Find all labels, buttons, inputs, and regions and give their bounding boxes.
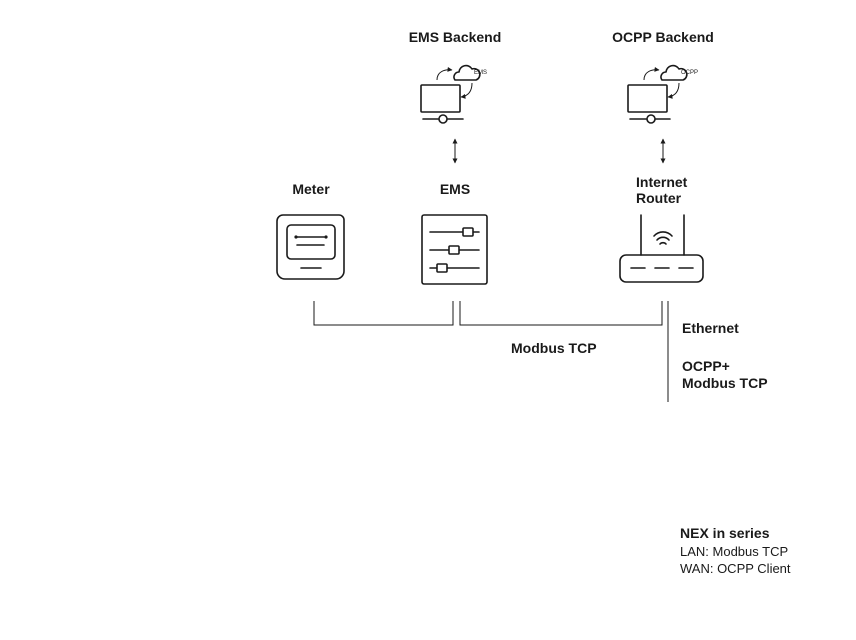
- ems-backend-icon: EMS: [420, 64, 487, 124]
- legend-title: NEX in series: [680, 525, 770, 541]
- ocpp-cloud-tag: OCPP: [681, 70, 698, 76]
- ems-router-connector: [459, 301, 663, 326]
- ocpp-label-line1: OCPP+: [682, 358, 730, 374]
- ocpp-backend-icon: OCPP: [627, 64, 698, 124]
- ethernet-label: Ethernet: [682, 320, 739, 336]
- router-icon: [619, 214, 704, 283]
- modbus-tcp-label: Modbus TCP: [511, 340, 597, 356]
- ems-cloud-tag: EMS: [474, 70, 487, 76]
- meter-ems-connector: [313, 301, 454, 326]
- meter-icon: [276, 214, 345, 280]
- ems-backend-label: EMS Backend: [408, 29, 502, 45]
- ocpp-backend-label: OCPP Backend: [612, 29, 714, 45]
- legend-line2: WAN: OCPP Client: [680, 561, 791, 576]
- legend-line1: LAN: Modbus TCP: [680, 544, 789, 559]
- router-label-line1: Internet: [636, 174, 688, 190]
- ems-icon: [421, 214, 488, 285]
- wifi-icon: [653, 231, 673, 245]
- router-label-line2: Router: [636, 190, 682, 206]
- ocpp-label-line2: Modbus TCP: [682, 375, 768, 391]
- meter-label: Meter: [292, 181, 330, 197]
- ems-label: EMS: [439, 181, 471, 197]
